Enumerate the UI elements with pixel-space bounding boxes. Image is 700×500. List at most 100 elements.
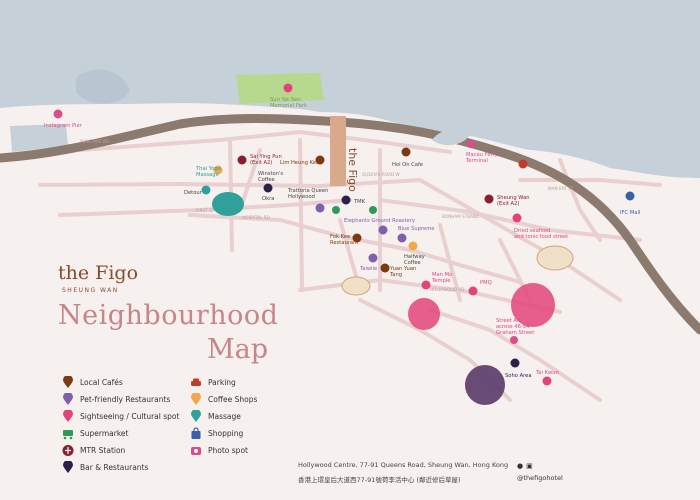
label-fung-mat: FUNG MAT RD	[80, 139, 109, 144]
label-man-kat: MAN KAT ST	[548, 186, 574, 191]
label-queens-rd: QUEEN'S ROAD W	[362, 172, 400, 177]
the-figo-tower	[330, 116, 346, 186]
pin-supermarket-2[interactable]	[369, 206, 377, 214]
pin-thai-yoga[interactable]	[201, 185, 211, 195]
label-detour: Detour	[184, 190, 203, 196]
street-art-blob	[511, 283, 555, 327]
the-figo-tower-label: the Figo	[346, 148, 359, 192]
facebook-icon[interactable]: ●	[517, 462, 524, 470]
map-pins[interactable]	[53, 83, 635, 386]
label-soho: Soho Area	[505, 373, 532, 379]
dried-seafood-blob	[536, 245, 574, 271]
thai-yoga-blob	[212, 192, 244, 216]
footer-address-en: Hollywood Centre, 77-91 Queens Road, She…	[298, 461, 509, 469]
pin-hoi-on-cafe[interactable]	[401, 147, 411, 157]
label-hoi-on: Hoi On Cafe	[392, 162, 423, 168]
brand-name: the Figo	[58, 262, 139, 284]
pin-sai-ying-pun[interactable]	[237, 155, 247, 165]
label-blue-supreme: Blue Supreme	[398, 226, 434, 232]
brand-subname: SHEUNG WAN	[62, 287, 119, 294]
pin-icon	[63, 376, 73, 388]
pin-trattoria[interactable]	[315, 203, 325, 213]
legend-pet-friendly: Pet-friendly Restaurants	[62, 393, 170, 406]
pin-ifc-mall[interactable]	[625, 191, 635, 201]
label-instagram-pier: Instagram Pier	[44, 123, 83, 129]
label-bonham: BONHAM STRAND	[442, 214, 479, 219]
label-okra: Okra	[262, 196, 274, 202]
pin-man-mo-temple[interactable]	[421, 280, 431, 290]
legend-shopping: Shopping	[190, 427, 243, 440]
legend-coffee: Coffee Shops	[190, 393, 257, 406]
label-pmq: PMQ	[480, 280, 492, 286]
pin-halfway-coffee[interactable]	[408, 241, 418, 251]
pin-icon	[63, 461, 73, 473]
pin-instagram-pier[interactable]	[53, 109, 63, 119]
map-title-line2: Map	[207, 334, 269, 365]
pier-left	[10, 124, 68, 152]
label-hollywood-rd: HOLLYWOOD RD	[430, 287, 465, 292]
pin-taiwiie[interactable]	[368, 253, 378, 263]
legend-local-cafes: Local Cafés	[62, 376, 123, 389]
pin-photo-street-art[interactable]	[510, 336, 518, 344]
legend-parking: Parking	[190, 376, 236, 389]
pin-winstons-coffee[interactable]	[213, 165, 223, 175]
pin-dried-seafood[interactable]	[512, 213, 522, 223]
pin-soho[interactable]	[510, 358, 520, 368]
pin-parking[interactable]	[518, 159, 528, 169]
soho-bar-blob	[465, 365, 505, 405]
pin-yuan-yuan-tang[interactable]	[380, 263, 390, 273]
label-tai-kwun: Tai Kwun	[535, 370, 559, 376]
instagram-icon[interactable]: ▣	[526, 462, 533, 470]
legend-photo: Photo spot	[190, 444, 248, 457]
taiwiie-blob	[341, 276, 371, 296]
sun-yat-sen-park	[236, 73, 324, 104]
pin-macau-ferry[interactable]	[467, 140, 475, 148]
pin-icon	[191, 410, 201, 422]
label-first-st: FIRST ST	[196, 208, 215, 213]
pin-fok-kee[interactable]	[352, 233, 362, 243]
shopping-bag-icon	[191, 427, 201, 439]
footer-address-cn: 香港上環皇后大道西77-91號荷李活中心 (鄰近修后草屋)	[298, 476, 461, 484]
label-sheung-wan: Sheung Wan(Exit A2)	[497, 195, 530, 207]
camera-icon	[191, 447, 201, 455]
label-tmk: TMK	[353, 199, 366, 205]
legend-bar: Bar & Restaurants	[62, 461, 148, 474]
social-handle[interactable]: @thefigohotel	[517, 474, 563, 482]
mtr-icon	[62, 445, 74, 456]
pin-icon	[63, 410, 73, 422]
pier-right	[458, 86, 522, 128]
legend-supermarket: Supermarket	[62, 427, 128, 440]
legend-massage: Massage	[190, 410, 241, 423]
harbour-water	[0, 0, 700, 178]
pin-sun-yat-sen[interactable]	[283, 83, 293, 93]
pin-icon	[191, 393, 201, 405]
pin-elephants-ground[interactable]	[378, 225, 388, 235]
label-hospital-rd: HOSPITAL RD	[242, 215, 270, 220]
pin-supermarket-1[interactable]	[332, 206, 340, 214]
pin-okra[interactable]	[263, 183, 273, 193]
legend-sightseeing: Sightseeing / Cultural spot	[62, 410, 179, 423]
pin-pmq[interactable]	[468, 286, 478, 296]
pin-blue-supreme[interactable]	[397, 233, 407, 243]
macau-ferry-illustration	[432, 129, 470, 146]
pin-tai-kwun[interactable]	[542, 376, 552, 386]
label-taiwiie: Taiwiie	[359, 266, 377, 272]
car-icon	[191, 378, 201, 386]
pin-sheung-wan[interactable]	[484, 194, 494, 204]
label-ifc: IFC Mall	[620, 210, 640, 216]
pin-tmk[interactable]	[341, 195, 351, 205]
social-icons: ● ▣	[517, 462, 533, 470]
map-title-line1: Neighbourhood	[58, 300, 279, 331]
pin-lim-heung-kei[interactable]	[315, 155, 325, 165]
